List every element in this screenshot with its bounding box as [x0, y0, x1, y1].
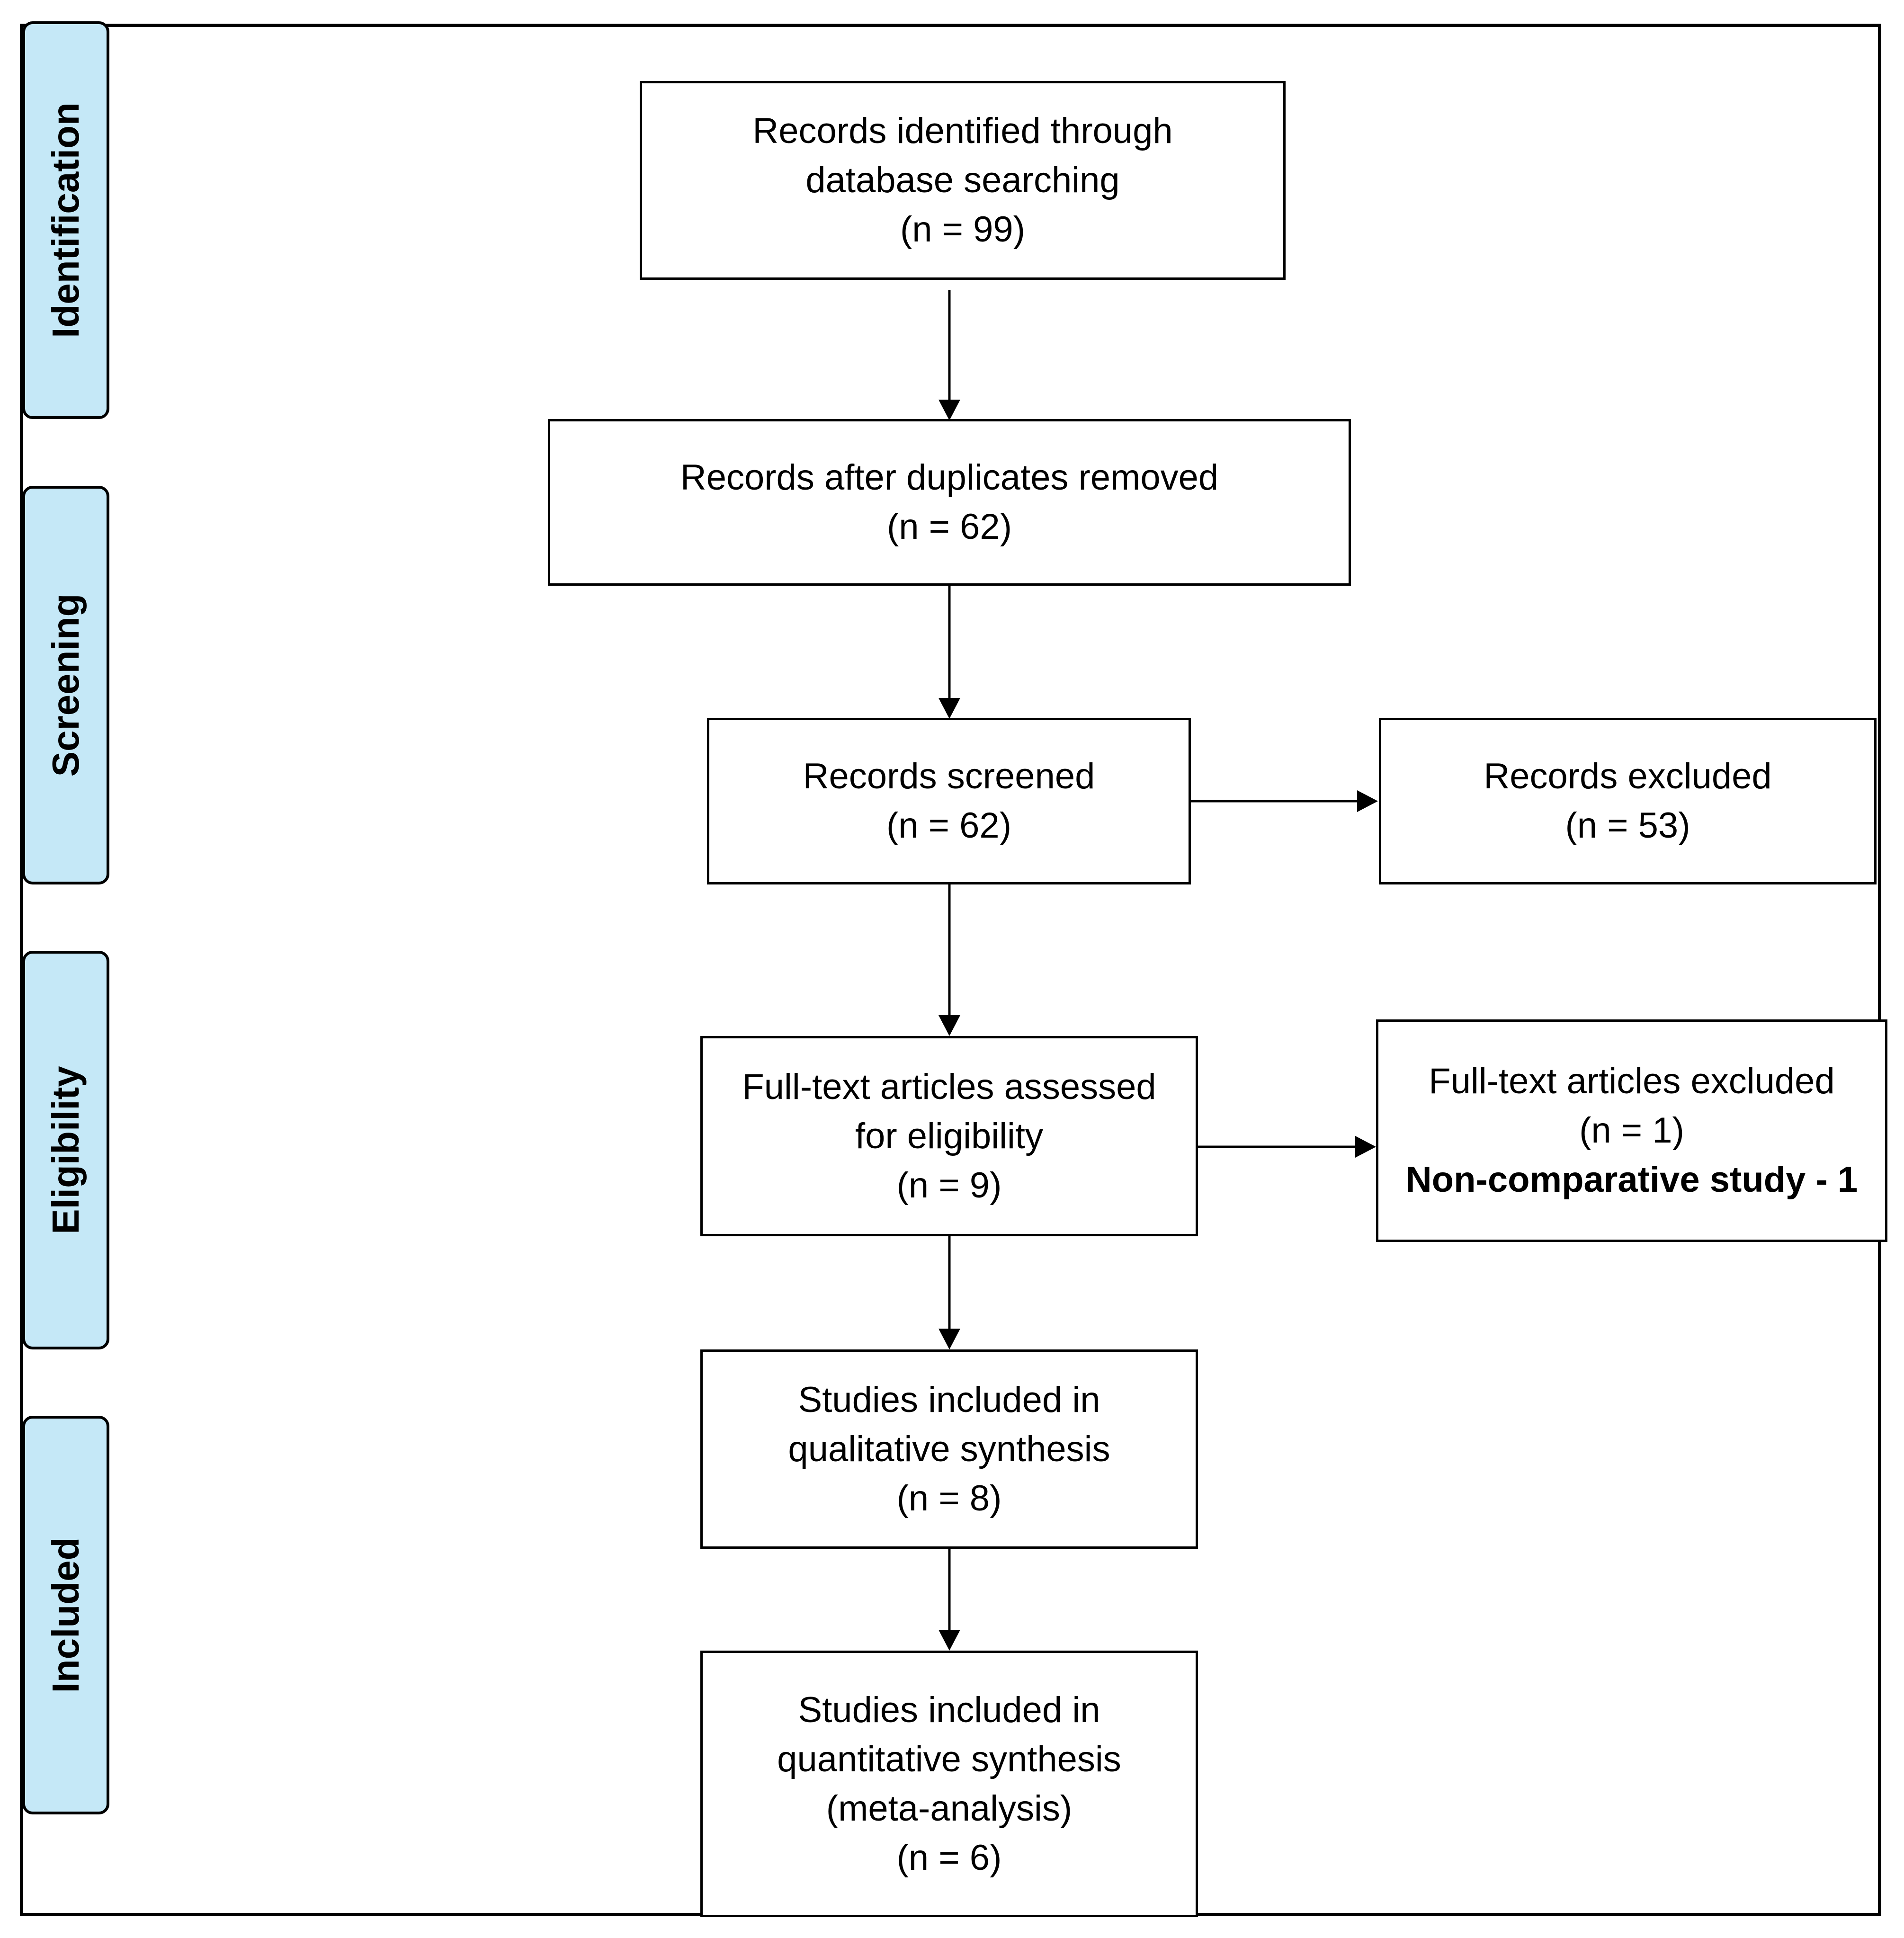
- box-records-identified: Records identified through database sear…: [640, 81, 1286, 280]
- fulltext-excluded-line1: Full-text articles excluded: [1429, 1061, 1835, 1101]
- stage-identification: Identification: [22, 21, 109, 419]
- records-identified-line1: Records identified through: [752, 111, 1173, 151]
- stage-eligibility-label: Eligibility: [45, 1066, 87, 1234]
- qualitative-line1: Studies included in: [798, 1379, 1100, 1420]
- qualitative-line2: qualitative synthesis: [788, 1429, 1110, 1469]
- fulltext-excluded-reason: Non-comparative study - 1: [1405, 1160, 1858, 1200]
- stage-eligibility: Eligibility: [22, 951, 109, 1349]
- records-after-duplicates-line1: Records after duplicates removed: [680, 457, 1219, 498]
- stage-screening-label: Screening: [45, 593, 87, 777]
- quantitative-count: (n = 6): [896, 1837, 1002, 1878]
- stage-screening: Screening: [22, 486, 109, 884]
- box-records-after-duplicates: Records after duplicates removed (n = 62…: [548, 419, 1351, 586]
- box-quantitative-synthesis: Studies included in quantitative synthes…: [700, 1651, 1198, 1917]
- stage-included-label: Included: [45, 1537, 87, 1693]
- diagram-frame: [20, 24, 1881, 1916]
- box-fulltext-assessed: Full-text articles assessed for eligibil…: [700, 1036, 1198, 1236]
- fulltext-excluded-count: (n = 1): [1579, 1110, 1684, 1151]
- records-screened-count: (n = 62): [886, 805, 1012, 846]
- quantitative-line1: Studies included in: [798, 1689, 1100, 1730]
- box-records-screened: Records screened (n = 62): [707, 718, 1191, 884]
- records-screened-line1: Records screened: [803, 756, 1095, 796]
- records-excluded-line1: Records excluded: [1484, 756, 1772, 796]
- stage-included: Included: [22, 1416, 109, 1814]
- stage-identification-label: Identification: [45, 102, 87, 338]
- fulltext-assessed-count: (n = 9): [896, 1165, 1002, 1206]
- box-fulltext-excluded: Full-text articles excluded (n = 1) Non-…: [1376, 1019, 1887, 1242]
- qualitative-count: (n = 8): [896, 1478, 1002, 1518]
- fulltext-assessed-line1: Full-text articles assessed: [742, 1066, 1156, 1107]
- records-excluded-count: (n = 53): [1565, 805, 1690, 846]
- box-records-excluded: Records excluded (n = 53): [1379, 718, 1877, 884]
- records-after-duplicates-count: (n = 62): [886, 507, 1012, 547]
- box-qualitative-synthesis: Studies included in qualitative synthesi…: [700, 1349, 1198, 1549]
- records-identified-count: (n = 99): [900, 209, 1026, 250]
- quantitative-line3: (meta-analysis): [826, 1788, 1073, 1829]
- quantitative-line2: quantitative synthesis: [777, 1739, 1121, 1779]
- records-identified-line2: database searching: [805, 160, 1120, 200]
- fulltext-assessed-line2: for eligibility: [855, 1116, 1044, 1156]
